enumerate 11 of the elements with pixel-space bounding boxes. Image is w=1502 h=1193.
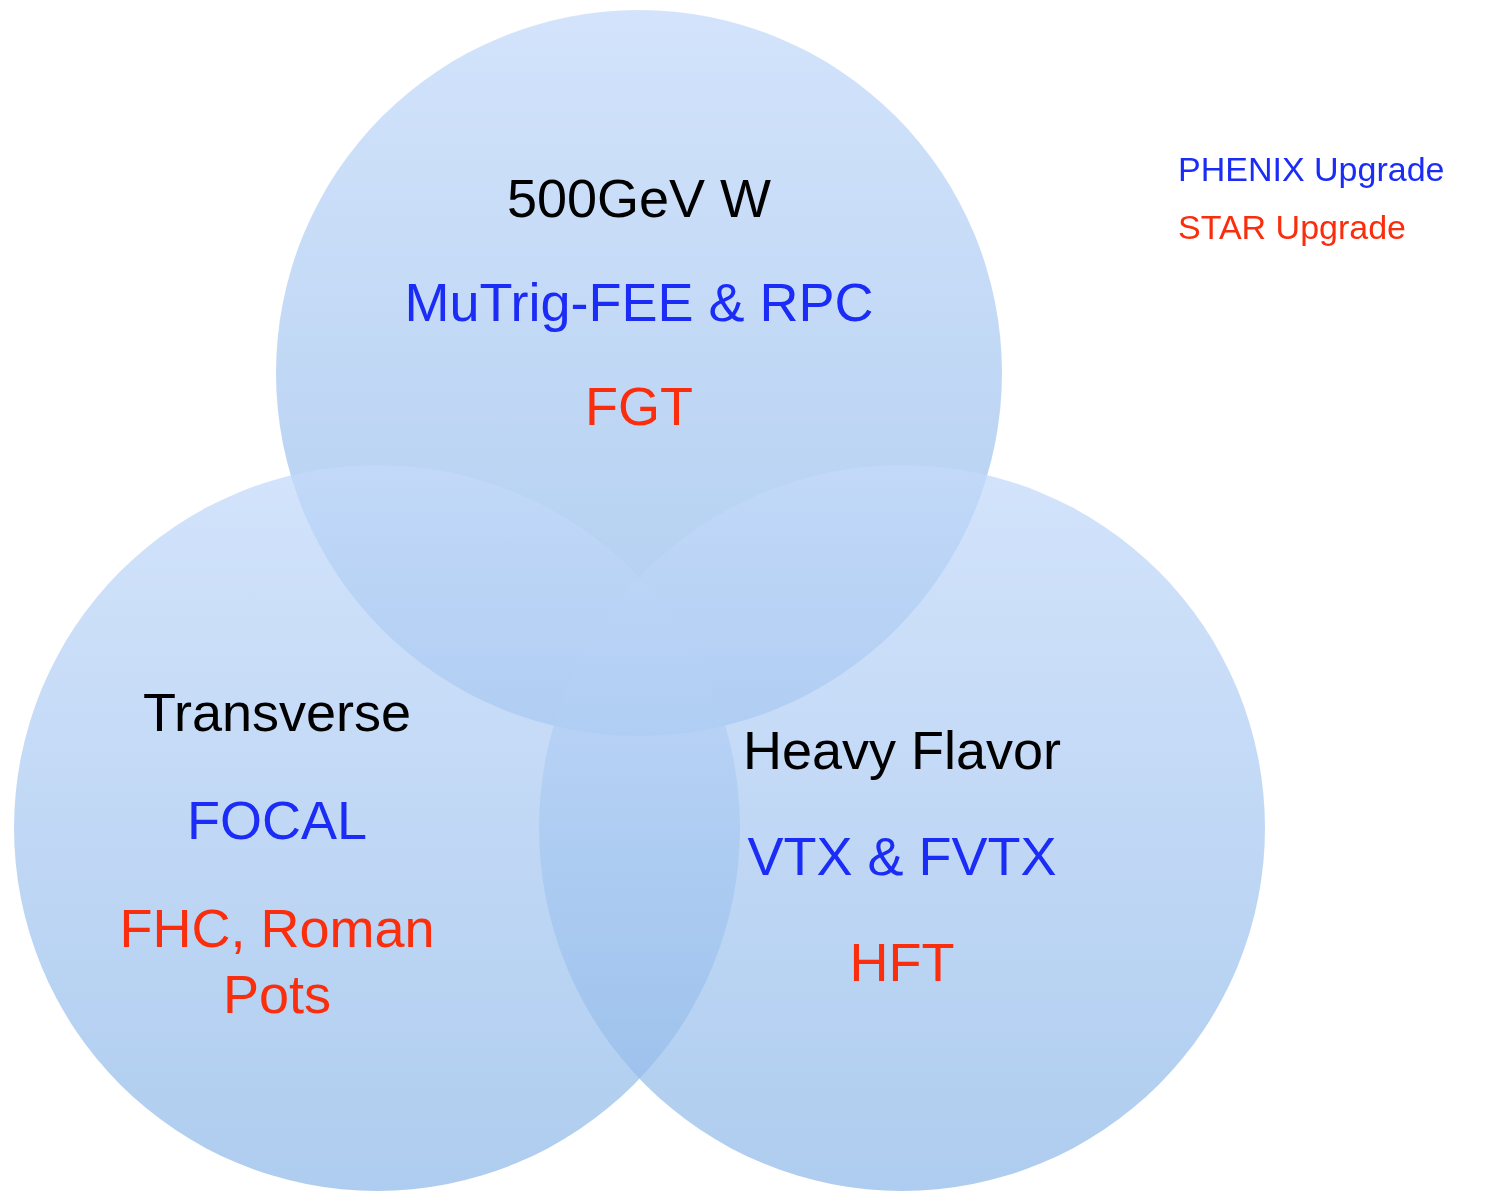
upgrade-label: FGT — [585, 375, 693, 438]
upgrade-label: MuTrig-FEE & RPC — [404, 271, 874, 334]
legend-text: STAR Upgrade — [1178, 207, 1408, 248]
group-heading: 500GeV W — [506, 167, 772, 230]
legend-text: PHENIX Upgrade — [1178, 149, 1445, 190]
upgrade-label: HFT — [849, 931, 955, 994]
group-heading: Transverse — [142, 681, 412, 744]
upgrade-label: FOCAL — [186, 789, 367, 852]
upgrade-label: FHC, Roman Pots — [118, 897, 436, 1026]
upgrade-label: VTX & FVTX — [747, 825, 1057, 888]
group-heading: Heavy Flavor — [742, 719, 1062, 782]
